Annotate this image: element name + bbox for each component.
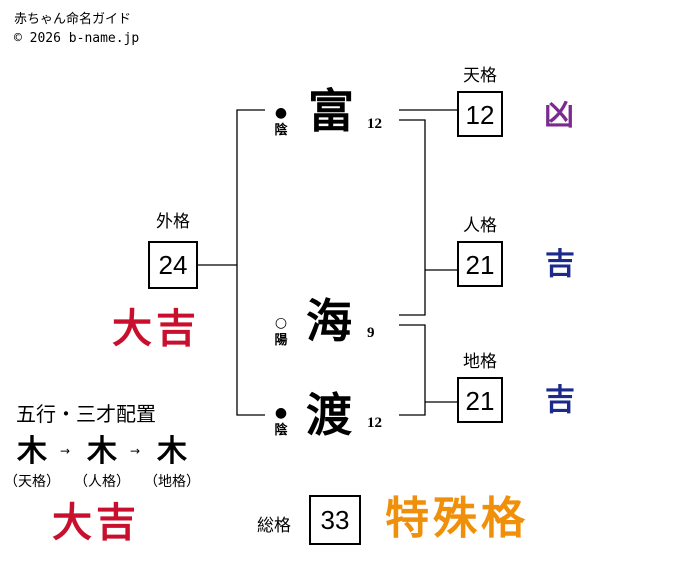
gogyo-label: （天格） <box>4 474 60 490</box>
soukaku-value: 33 <box>309 495 361 545</box>
gaikaku-label: 外格 <box>156 212 190 232</box>
gogyo-label: （地格） <box>144 474 200 490</box>
soukaku-label: 総格 <box>257 516 291 536</box>
app-title: 赤ちゃん命名ガイド <box>14 12 132 27</box>
yin-dot-icon: ● <box>274 405 288 421</box>
gogyo-fortune: 大吉 <box>52 499 140 546</box>
tenkaku-value: 12 <box>457 91 503 137</box>
copyright: © 2026 b-name.jp <box>14 31 140 46</box>
gogyo-element: 木 <box>17 434 47 469</box>
yinyang-marker: ●陰 <box>271 404 291 440</box>
name-char: 海 <box>306 294 352 348</box>
gaikaku-fortune: 大吉 <box>112 305 200 352</box>
gaikaku-value: 24 <box>148 241 198 289</box>
soukaku-fortune: 特殊格 <box>385 493 529 544</box>
yinyang-marker: ●陰 <box>271 104 291 140</box>
jinkaku-value: 21 <box>457 241 503 287</box>
yinyang-label: 陰 <box>274 123 288 138</box>
gogyo-element: 木 <box>87 434 117 469</box>
chikaku-label: 地格 <box>463 352 497 372</box>
name-char: 渡 <box>306 388 352 442</box>
stroke-count: 12 <box>367 116 382 132</box>
arrow-icon: → <box>60 444 71 458</box>
jinkaku-fortune: 吉 <box>545 247 575 282</box>
jinkaku-label: 人格 <box>463 216 497 236</box>
stroke-count: 12 <box>367 415 382 431</box>
yinyang-marker: ○陽 <box>271 314 291 350</box>
yinyang-label: 陰 <box>274 423 288 438</box>
name-char: 富 <box>308 84 354 138</box>
arrow-icon: → <box>130 444 141 458</box>
yang-circle-icon: ○ <box>274 315 288 331</box>
gogyo-element: 木 <box>157 434 187 469</box>
chikaku-fortune: 吉 <box>545 383 575 418</box>
chikaku-value: 21 <box>457 377 503 423</box>
gogyo-title: 五行・三才配置 <box>16 402 156 426</box>
tenkaku-label: 天格 <box>463 66 497 86</box>
yin-dot-icon: ● <box>274 105 288 121</box>
gogyo-label: （人格） <box>74 474 130 490</box>
yinyang-label: 陽 <box>274 333 288 348</box>
stroke-count: 9 <box>367 325 375 341</box>
tenkaku-fortune: 凶 <box>544 98 574 133</box>
